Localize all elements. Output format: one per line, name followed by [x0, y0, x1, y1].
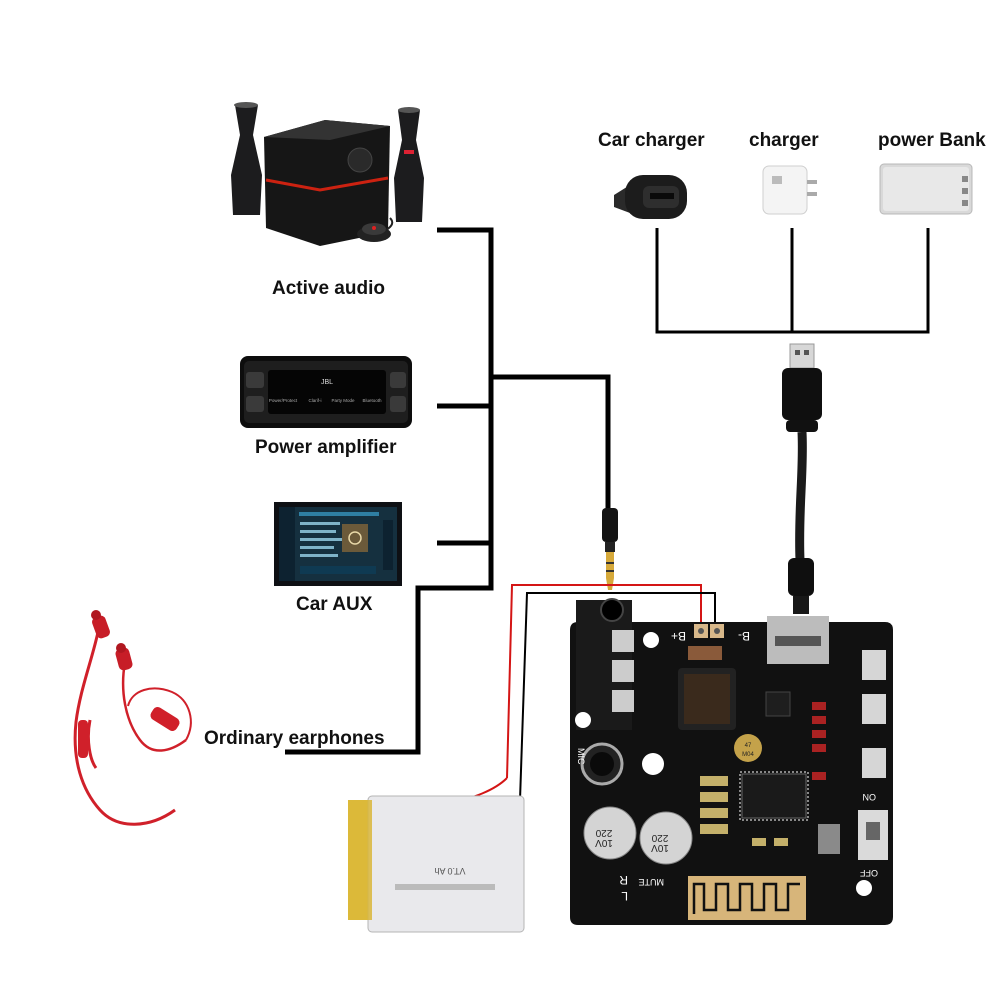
- car-aux-device: [274, 502, 402, 586]
- power-amplifier-device: JBL Power/Protect Clarif-i Party Mode Bl…: [240, 356, 412, 428]
- source-wiring: [285, 227, 611, 755]
- charger-device: [762, 165, 817, 215]
- power-wiring: [655, 228, 930, 334]
- button-2: [862, 694, 886, 724]
- car-charger-label: Car charger: [598, 130, 705, 151]
- off-label: OFF: [860, 868, 878, 878]
- audio-plug: [602, 508, 618, 590]
- tantalum-capacitor: [734, 734, 762, 762]
- charger-label: charger: [749, 130, 819, 151]
- audio-cable-wire: [491, 374, 611, 510]
- bluetooth-board: [570, 598, 893, 925]
- usb-cable: [782, 343, 822, 614]
- amp-panel-item: Party Mode: [331, 398, 355, 403]
- button-1: [862, 650, 886, 680]
- on-label: ON: [863, 792, 877, 802]
- board-silkscreen: B+ B- MIC 220 10V 220 10V 47 M04 MUTE L …: [576, 629, 878, 903]
- earphones-device: [73, 610, 192, 826]
- b-plus-label: B+: [671, 629, 686, 643]
- button-3: [862, 748, 886, 778]
- ordinary-earphones-label: Ordinary earphones: [204, 728, 385, 749]
- capacitor-voltage-left: 10V: [595, 837, 613, 848]
- capacitor-right: [639, 811, 693, 865]
- power-amplifier-label: Power amplifier: [255, 437, 397, 458]
- capacitor-voltage-right: 10V: [651, 842, 669, 853]
- amp-panel-item: Power/Protect: [269, 398, 298, 403]
- main-trunk-wire: [285, 227, 494, 755]
- r-label: R: [619, 873, 628, 887]
- power-bank-device: [879, 163, 973, 215]
- tantalum-value: 47: [745, 743, 752, 749]
- active-audio-speakers: [231, 102, 424, 246]
- power-bank-label: power Bank: [878, 130, 986, 151]
- capacitor-value-left: 220: [595, 827, 612, 838]
- b-minus-label: B-: [738, 629, 750, 643]
- lipo-battery: VT.0 Ah: [348, 795, 525, 933]
- amp-brand-text: JBL: [321, 379, 333, 386]
- capacitor-value-right: 220: [651, 832, 668, 843]
- capacitor-left: [583, 806, 637, 860]
- active-audio-label: Active audio: [272, 278, 385, 299]
- battery-label: VT.0 Ah: [434, 866, 465, 876]
- l-label: L: [621, 889, 628, 903]
- car-aux-label: Car AUX: [296, 594, 373, 615]
- car-charger-device: [614, 175, 687, 219]
- mic-label: MIC: [576, 748, 586, 765]
- amp-panel-item: Clarif-i: [309, 398, 322, 403]
- tantalum-code: M04: [742, 752, 754, 758]
- amp-panel-item: Bluetooth: [362, 398, 382, 403]
- mute-label: MUTE: [639, 877, 665, 887]
